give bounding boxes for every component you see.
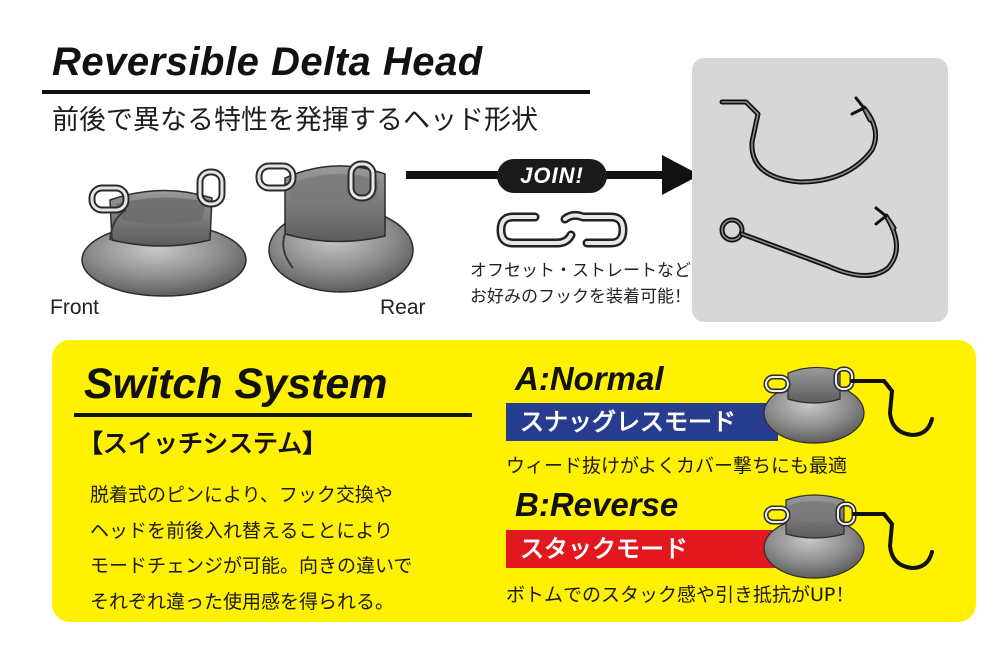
switch-system-underline [74,413,472,417]
mode-b-jig-icon [763,494,934,579]
description-line-4: それぞれ違った使用感を得られる。 [90,590,395,613]
mode-a-band: スナッグレスモード [506,403,778,441]
description-line-3: モードチェンジが可能。向きの違いで [90,555,413,577]
mode-a-title: A:Normal [515,360,664,397]
join-badge: JOIN! [497,159,607,193]
rear-label: Rear [380,296,426,319]
jig-head-rear-illustration [255,160,414,293]
jig-head-front-illustration [81,168,247,297]
straight-hook-icon [719,206,899,279]
front-label: Front [50,296,100,319]
join-note-line-1: オフセット・ストレートなど [470,261,691,281]
join-note: オフセット・ストレートなど お好みのフックを装着可能！ [470,258,691,310]
description-line-2: ヘッドを前後入れ替えることにより [90,519,394,542]
switch-system-description: 脱着式のピンにより、フック交換や ヘッドを前後入れ替えることにより モードチェン… [90,478,470,620]
page-subtitle: 前後で異なる特性を発揮するヘッド形状 [52,105,538,136]
mode-b-band: スタックモード [506,530,778,568]
hooks-illustration [719,96,899,279]
description-line-1: 脱着式のピンにより、フック交換や [90,484,393,506]
mode-b-note: ボトムでのスタック感や引き抵抗がUP！ [506,584,855,606]
mode-a-note: ウィード抜けがよくカバー撃ちにも最適 [506,455,848,477]
join-note-line-2: お好みのフックを装着可能！ [470,287,691,307]
mode-b-title: B:Reverse [515,486,679,523]
offset-hook-icon [719,96,879,185]
snap-clip-icon [496,210,628,248]
page-title: Reversible Delta Head [52,40,483,84]
switch-system-subtitle: 【スイッチシステム】 [78,429,328,458]
switch-system-title: Switch System [84,360,388,408]
title-underline [42,90,590,94]
mode-a-jig-icon [763,366,934,444]
